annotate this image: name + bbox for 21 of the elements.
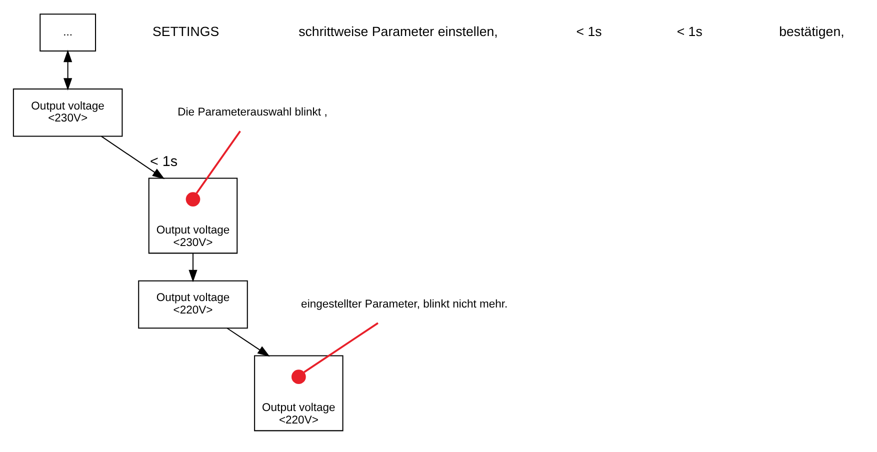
node-box: Output voltage <230V> [12,88,122,136]
label: SETTINGS [152,24,219,39]
connector [303,322,378,372]
label: bestätigen, [778,24,844,39]
node-text: eingestellter Parameter, blinkt nicht mehr. [300,298,508,310]
label: < 1s [676,24,702,39]
node-box: Output voltage <220V> [138,280,248,328]
cluster: Output voltage <230V> [148,177,238,254]
label: schrittweise Parameter einstellen, [298,24,498,39]
label: < 1s [576,24,602,39]
node-circle [185,192,200,206]
arrow [226,327,270,356]
node-circle [291,369,306,384]
cluster: Output voltage <220V> [254,354,343,431]
arrow [63,49,72,90]
node-text: Die Parameterauswahl blinkt , [177,106,327,118]
edge-label: < 1s [149,154,178,170]
arrow [100,135,164,179]
node-box: ... [39,13,96,52]
arrow [188,252,197,282]
connector [195,130,240,194]
